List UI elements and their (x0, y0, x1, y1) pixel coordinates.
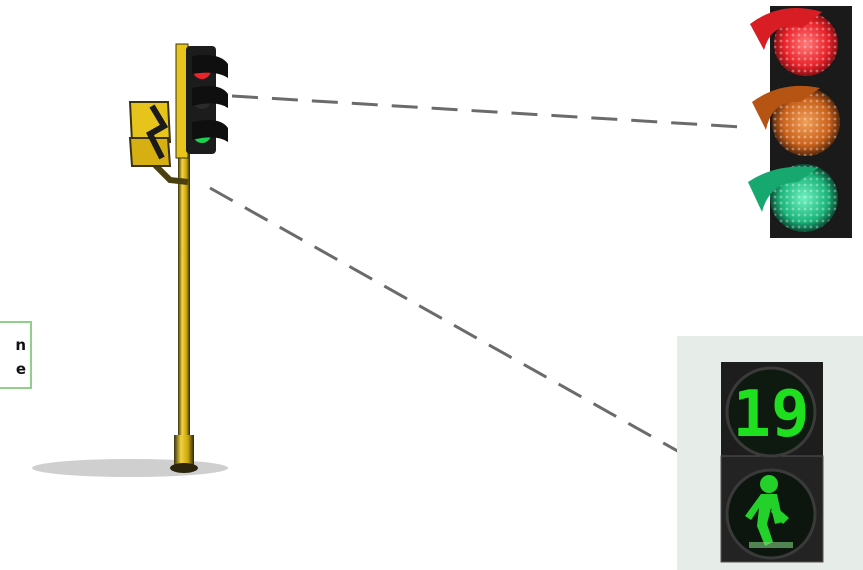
pole-base (174, 435, 194, 467)
pole-foot (170, 463, 198, 473)
countdown-display: 19 (732, 378, 809, 452)
pedestrian-signal-closeup: 19 (677, 336, 863, 570)
leader-line-pedestrian (210, 188, 690, 458)
description-label-line-1: n (15, 333, 26, 357)
ped-signal-head-lower (130, 138, 170, 166)
pole-shaft (178, 150, 190, 460)
description-label-line-2: e (15, 357, 26, 381)
description-label-text: n e (15, 333, 26, 381)
vehicle-signal-closeup (742, 2, 862, 242)
traffic-signal-pole (20, 30, 280, 520)
pole-shadow (32, 459, 228, 477)
leader-line-vehicle (232, 96, 742, 127)
description-label-box: n e (0, 321, 32, 389)
pedestrian-signal-art: 19 (677, 336, 863, 570)
